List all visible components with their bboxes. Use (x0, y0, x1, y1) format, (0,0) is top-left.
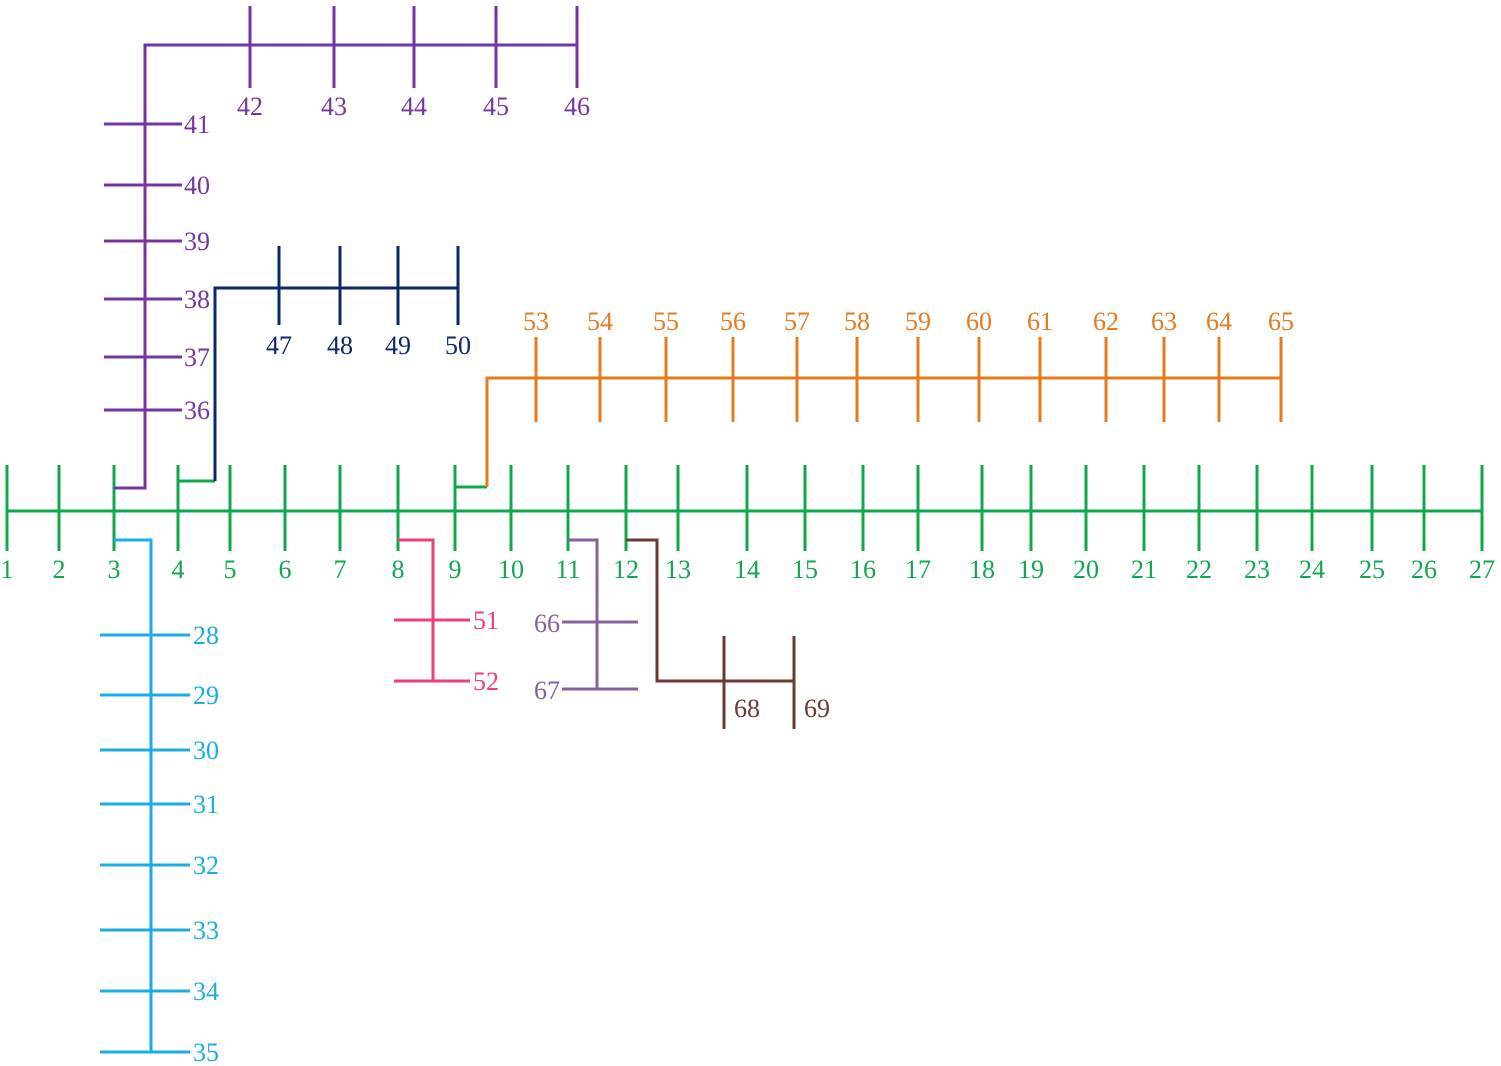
bus-41-label: 41 (184, 110, 210, 139)
bus-39-label: 39 (184, 227, 210, 256)
bus-11-label: 11 (555, 555, 580, 584)
bus-27-label: 27 (1469, 555, 1495, 584)
bus-60-label: 60 (966, 307, 992, 336)
bus-33-label: 33 (193, 916, 219, 945)
bus-18-label: 18 (969, 555, 995, 584)
branch-3-36-line (114, 43, 578, 490)
bus-40-label: 40 (184, 171, 210, 200)
bus-44-label: 44 (401, 92, 427, 121)
branch-8-51-line (398, 538, 435, 681)
bus-21-label: 21 (1131, 555, 1157, 584)
bus-15-label: 15 (792, 555, 818, 584)
bus-24-label: 24 (1299, 555, 1325, 584)
bus-51-label: 51 (473, 606, 499, 635)
bus-65-label: 65 (1268, 307, 1294, 336)
bus-34-label: 34 (193, 977, 219, 1006)
bus-37-label: 37 (184, 343, 210, 372)
bus-46-label: 46 (564, 92, 590, 121)
bus-64-label: 64 (1206, 307, 1232, 336)
bus-19-label: 19 (1018, 555, 1044, 584)
bus-12-label: 12 (613, 555, 639, 584)
bus-61-label: 61 (1027, 307, 1053, 336)
bus-3-label: 3 (108, 555, 121, 584)
bus-31-label: 31 (193, 790, 219, 819)
branch-3-28-line (114, 538, 153, 1052)
bus-6-label: 6 (279, 555, 292, 584)
branch-12-68-line (626, 538, 794, 683)
bus-66-label: 66 (534, 609, 560, 638)
bus-63-label: 63 (1151, 307, 1177, 336)
bus-50-label: 50 (445, 331, 471, 360)
bus-30-label: 30 (193, 736, 219, 765)
bus-4-label: 4 (172, 555, 185, 584)
bus-35-label: 35 (193, 1038, 219, 1066)
bus-56-label: 56 (720, 307, 746, 336)
bus-47-label: 47 (266, 331, 292, 360)
bus-49-label: 49 (385, 331, 411, 360)
bus-28-label: 28 (193, 621, 219, 650)
bus-52-label: 52 (473, 667, 499, 696)
bus-9-label: 9 (449, 555, 462, 584)
bus-29-label: 29 (193, 681, 219, 710)
bus-42-label: 42 (237, 92, 263, 121)
bus-25-label: 25 (1359, 555, 1385, 584)
bus-45-label: 45 (483, 92, 509, 121)
branch-4-47-line (213, 286, 458, 481)
bus-62-label: 62 (1093, 307, 1119, 336)
bus-38-label: 38 (184, 285, 210, 314)
bus-69-label: 69 (804, 694, 830, 723)
bus-7-label: 7 (334, 555, 347, 584)
bus-59-label: 59 (905, 307, 931, 336)
bus-13-label: 13 (665, 555, 691, 584)
branch-9-53-line (485, 376, 1281, 487)
bus-48-label: 48 (327, 331, 353, 360)
bus-43-label: 43 (321, 92, 347, 121)
bus-68-label: 68 (734, 694, 760, 723)
bus-23-label: 23 (1244, 555, 1270, 584)
bus-54-label: 54 (587, 307, 613, 336)
branch-11-66-line (568, 538, 599, 689)
bus-22-label: 22 (1186, 555, 1212, 584)
bus-32-label: 32 (193, 851, 219, 880)
bus-14-label: 14 (734, 555, 760, 584)
bus-17-label: 17 (905, 555, 931, 584)
bus-8-label: 8 (392, 555, 405, 584)
bus-2-label: 2 (53, 555, 66, 584)
bus-55-label: 55 (653, 307, 679, 336)
bus-36-label: 36 (184, 396, 210, 425)
bus-5-label: 5 (224, 555, 237, 584)
bus-53-label: 53 (523, 307, 549, 336)
bus-57-label: 57 (784, 307, 810, 336)
bus-67-label: 67 (534, 676, 560, 705)
bus-1-label: 1 (1, 555, 14, 584)
bus-20-label: 20 (1073, 555, 1099, 584)
bus-58-label: 58 (844, 307, 870, 336)
bus-26-label: 26 (1411, 555, 1437, 584)
bus-16-label: 16 (850, 555, 876, 584)
bus-10-label: 10 (498, 555, 524, 584)
